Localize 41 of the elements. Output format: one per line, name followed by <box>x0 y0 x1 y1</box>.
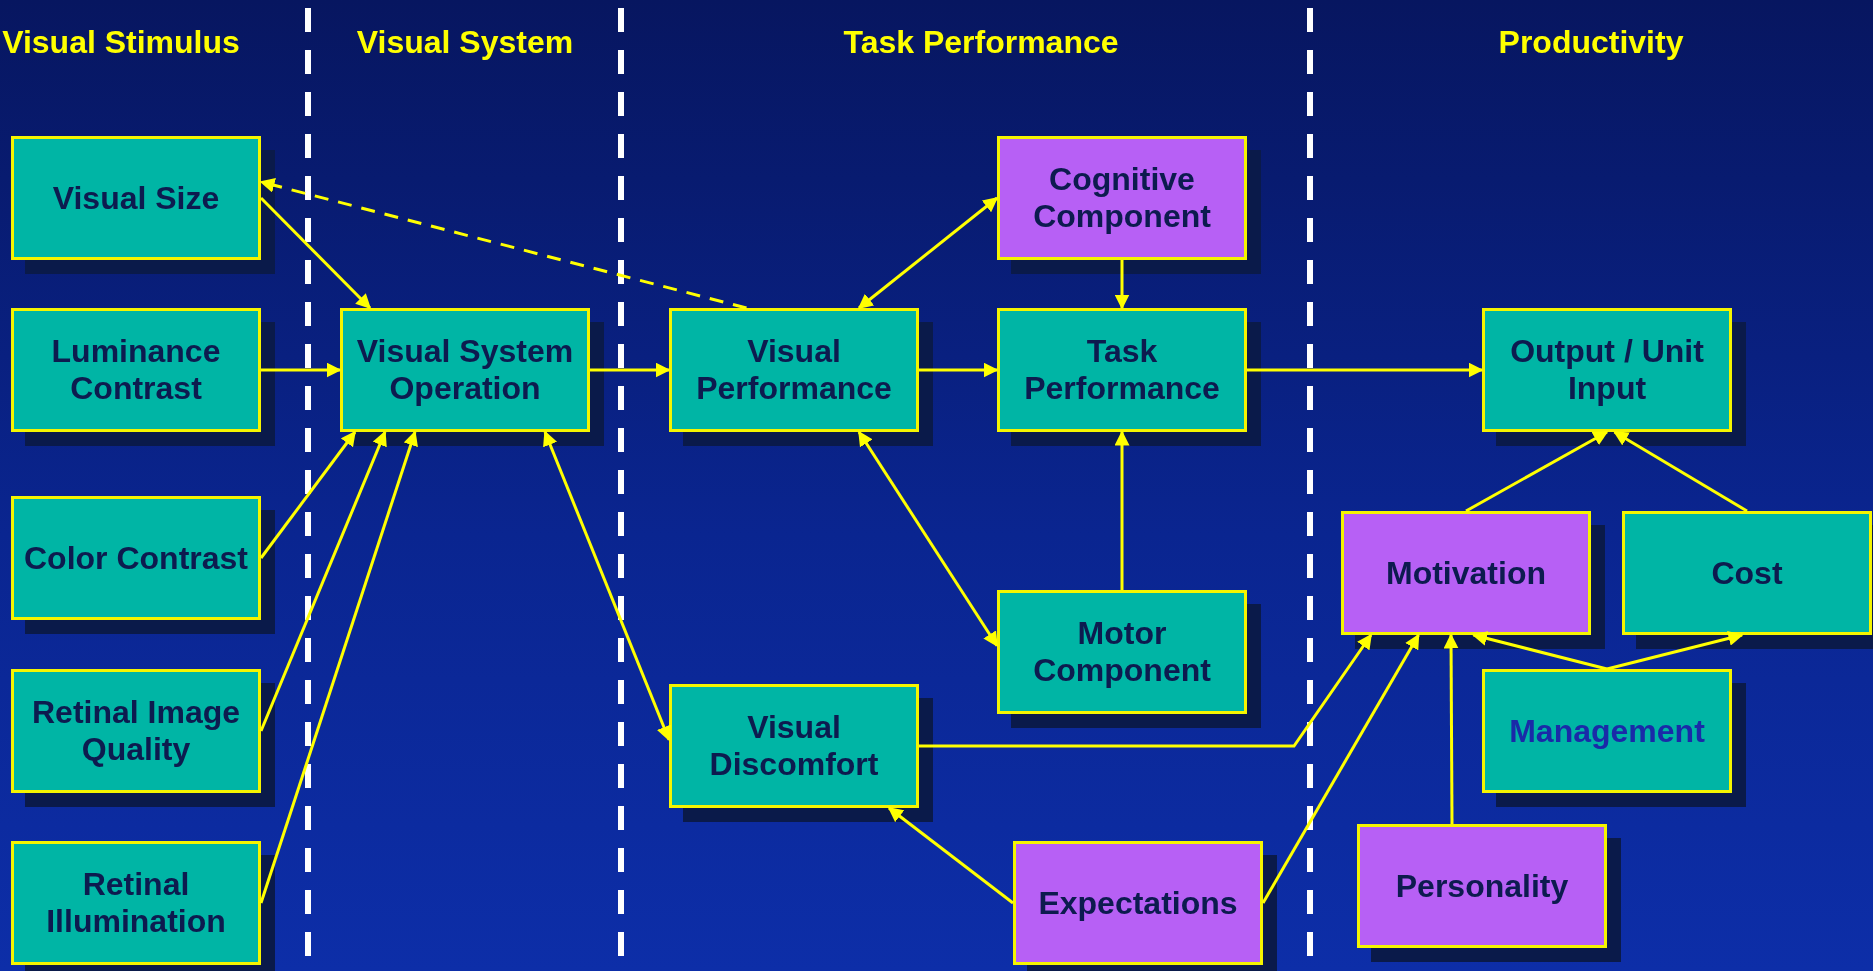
arrow <box>261 362 342 378</box>
arrow <box>1114 430 1130 590</box>
box-label: Task Performance <box>1023 333 1221 407</box>
arrow <box>857 430 999 648</box>
box-label: Output / Unit Input <box>1509 333 1705 407</box>
box-label: Management <box>1509 712 1705 750</box>
column-heading: Task Performance <box>842 24 1120 61</box>
arrow <box>259 430 387 732</box>
arrow <box>259 430 357 559</box>
box-label: Visual Performance <box>695 333 893 407</box>
box-label: Retinal Image Quality <box>30 694 242 768</box>
column-heading: Visual Stimulus <box>1 24 241 61</box>
arrow <box>919 633 1373 748</box>
box-label: Cost <box>1711 554 1783 592</box>
arrow <box>887 806 1014 905</box>
arrow <box>1465 430 1609 513</box>
arrow <box>1114 260 1130 310</box>
arrow <box>1443 633 1459 824</box>
box-label: Visual Discomfort <box>708 709 880 783</box>
box-label: Retinal Illumination <box>45 866 227 940</box>
box-label: Visual System Operation <box>355 333 575 407</box>
box-label: Expectations <box>1038 884 1238 922</box>
arrow <box>259 430 418 904</box>
box-label: Luminance Contrast <box>50 333 222 407</box>
arrow <box>590 362 671 378</box>
dashed-arrow <box>259 178 747 310</box>
arrow <box>543 430 671 742</box>
box-label: Visual Size <box>52 179 220 217</box>
column-heading: Productivity <box>1497 24 1685 61</box>
arrow <box>919 362 999 378</box>
box-label: Personality <box>1395 867 1569 905</box>
arrow <box>1613 430 1748 513</box>
column-heading: Visual System <box>355 24 575 61</box>
box-label: Color Contrast <box>24 539 248 577</box>
arrow <box>259 196 372 310</box>
arrow <box>857 196 999 310</box>
box-label: Motor Component <box>1032 615 1212 689</box>
box-label: Cognitive Component <box>1032 161 1212 235</box>
arrow <box>1261 633 1420 904</box>
box-label: Motivation <box>1386 554 1546 592</box>
arrow <box>1247 362 1484 378</box>
